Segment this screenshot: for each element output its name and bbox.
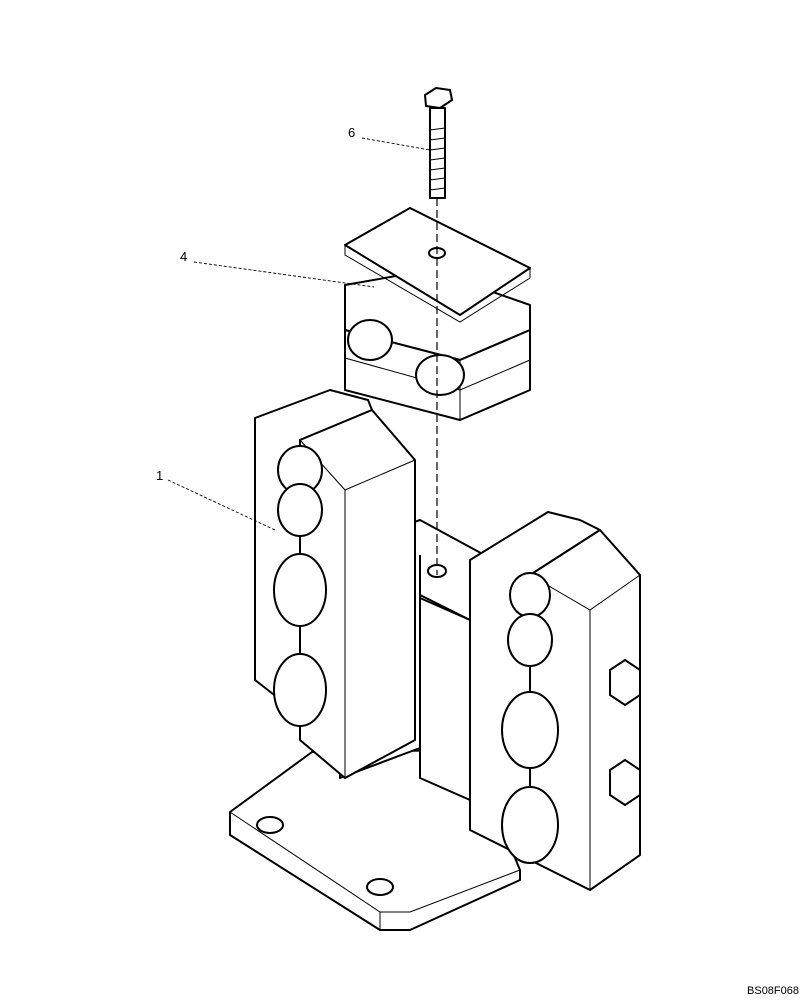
right-clamp-bore <box>501 691 559 769</box>
callout-1-group: 1 <box>156 468 276 531</box>
base-plate-hole <box>256 816 284 834</box>
left-clamp-bore <box>273 653 327 727</box>
base-plate <box>229 749 521 931</box>
hex-bolt-head <box>609 659 641 706</box>
right-clamp-bore <box>501 786 559 864</box>
callout-6-group: 6 <box>348 125 431 151</box>
clamp-block <box>344 207 531 421</box>
left-clamp-bore <box>277 483 323 537</box>
hex-bolt-head <box>609 759 641 806</box>
leader-line-6 <box>361 137 431 151</box>
left-clamp-bore <box>273 553 327 627</box>
callout-label-1: 1 <box>156 468 163 483</box>
leader-line-4 <box>193 261 375 288</box>
callout-label-4: 4 <box>180 249 187 264</box>
bolt <box>424 87 453 199</box>
callout-label-6: 6 <box>348 125 355 140</box>
bolt-head <box>424 87 453 109</box>
right-clamp-bore <box>509 572 551 618</box>
right-clamp-bore <box>507 613 553 667</box>
right-clamp-assembly <box>469 511 641 891</box>
figure-code-label: BS08F068 <box>747 985 799 997</box>
left-clamp-assembly <box>254 389 416 779</box>
clamp-block-bore <box>415 354 465 396</box>
callout-4-group: 4 <box>180 249 375 288</box>
base-plate-hole <box>366 878 394 896</box>
clamp-block-bore <box>347 319 393 361</box>
